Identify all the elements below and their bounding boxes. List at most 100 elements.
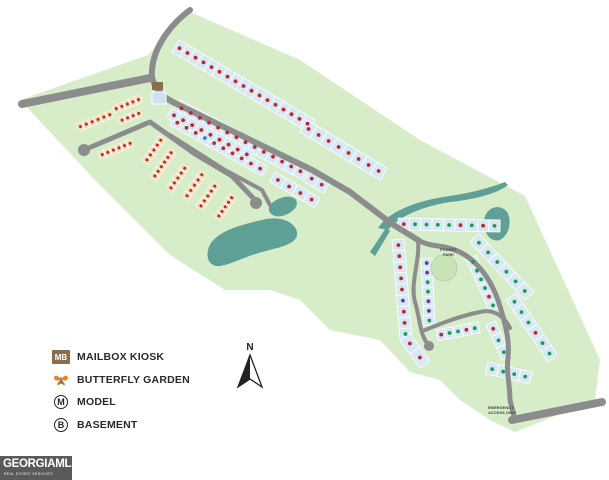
townhome-marker (169, 151, 173, 155)
lot-marker (519, 310, 524, 314)
lot-marker (356, 157, 361, 161)
lot-marker (487, 294, 491, 299)
lot-marker (512, 299, 517, 304)
townhome-marker (202, 199, 206, 203)
pocket-park-label-1: POCKET (440, 247, 457, 252)
lot-marker (289, 164, 294, 169)
lot-marker (212, 141, 217, 146)
townhome-marker (78, 125, 82, 129)
lot-marker (225, 74, 230, 79)
townhome-marker (120, 104, 124, 108)
lot-marker (464, 327, 469, 332)
lot-marker (424, 261, 429, 265)
townhome-marker (84, 122, 88, 126)
townhome-marker (148, 153, 152, 157)
cul-de-sac-1 (78, 144, 90, 156)
townhome-marker (199, 204, 203, 208)
lot-marker (491, 303, 495, 308)
townhome-block (181, 169, 207, 202)
lot-marker (376, 169, 381, 173)
watermark-tagline: REAL ESTATE SERVICES (4, 472, 53, 476)
lot-marker (502, 350, 506, 354)
mailbox-kiosk-icon: MB (52, 350, 70, 364)
lot-marker (540, 341, 545, 345)
lot-marker (427, 318, 432, 323)
townhome-marker (217, 214, 221, 218)
lot-marker (469, 223, 474, 228)
townhome-block (141, 135, 166, 166)
townhome-block (195, 181, 220, 212)
lot-marker (184, 125, 189, 130)
lot-marker (287, 184, 291, 189)
lot-marker (496, 338, 501, 343)
road-east-inner (411, 238, 430, 346)
lot-marker (483, 286, 487, 290)
road-east-loop (415, 237, 518, 423)
townhome-block (111, 94, 143, 114)
lot-marker (458, 223, 463, 228)
lot-marker (403, 332, 408, 336)
road-east-cross (423, 309, 512, 332)
lot-marker (273, 102, 278, 107)
cul-de-sac-3 (424, 341, 434, 351)
lot-marker (265, 98, 270, 102)
lot-marker (547, 351, 552, 356)
legend-butterfly-garden: BUTTERFLY GARDEN (52, 373, 190, 387)
lot-marker (425, 270, 429, 275)
watermark-brand: GEORGIAMLS (3, 458, 79, 470)
lot-marker (399, 276, 403, 281)
townhome-marker (125, 102, 129, 106)
lot-marker (501, 369, 506, 374)
north-arrow: N (236, 342, 264, 394)
lot-marker (427, 309, 431, 313)
townhome-marker (169, 186, 173, 190)
lot-marker (298, 169, 303, 174)
north-arrow-icon (236, 353, 264, 389)
lot-marker (207, 120, 211, 125)
lot-marker (185, 51, 190, 55)
lot-marker (346, 151, 351, 155)
lot-marker (533, 330, 538, 335)
georgiamls-watermark: GEORGIAMLS REAL ESTATE SERVICES (0, 456, 79, 480)
townhome-marker (179, 171, 183, 175)
lot-marker (523, 374, 528, 379)
road-entrance-west (18, 74, 154, 108)
townhome-marker (128, 141, 132, 145)
lot-marker (425, 280, 430, 285)
lot-marker (396, 243, 401, 248)
lot-marker (221, 146, 226, 151)
lot-marker (233, 79, 238, 84)
lot-marker (424, 222, 429, 227)
townhome-marker (185, 194, 189, 198)
lot-marker (217, 137, 222, 142)
lot-marker (316, 133, 321, 137)
lot-marker (319, 182, 324, 187)
lot-marker (249, 161, 253, 166)
townhome-marker (172, 181, 176, 185)
lot-marker (281, 107, 286, 112)
basement-icon: B (54, 418, 68, 432)
lot-marker (306, 127, 311, 131)
townhome-marker (131, 100, 135, 104)
lot-marker (408, 341, 412, 346)
townhome-block (75, 109, 115, 132)
lot-marker (276, 178, 280, 182)
lot-marker (309, 176, 314, 181)
lot-marker (225, 130, 230, 135)
lot-marker (402, 321, 407, 325)
townhome-marker (137, 98, 141, 102)
townhome-marker (176, 176, 180, 180)
lot-marker (366, 163, 371, 167)
lot-marker (298, 191, 303, 195)
townhome-block (97, 138, 135, 160)
lot-marker (447, 331, 452, 335)
lot-marker (243, 140, 248, 145)
lot-marker (257, 93, 262, 98)
lot-marker (261, 150, 266, 154)
lot-marker (203, 136, 207, 140)
lot-marker (481, 223, 485, 228)
legend-basement-label: BASEMENT (77, 419, 138, 431)
townhome-marker (192, 183, 196, 187)
townhome-marker (196, 178, 200, 182)
